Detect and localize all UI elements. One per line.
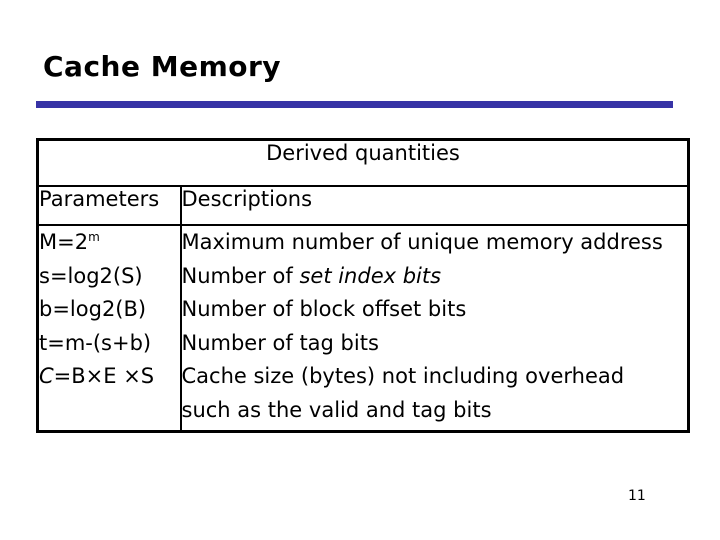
table-body-row: M=2m s=log2(S) b=log2(B) t=m-(s+b) C=B×E… [36, 224, 690, 433]
parameter-line-2: s=log2(S) [39, 263, 143, 288]
description-line-3: Number of block offset bits [181, 297, 467, 321]
description-line-6: such as the valid and tag bits [181, 397, 492, 422]
parameter-1-superscript: m [88, 230, 100, 244]
parameter-line-4: t=m-(s+b) [39, 330, 152, 355]
parameter-line-3: b=log2(B) [39, 297, 147, 321]
parameter-line-1: M=2m [39, 227, 179, 260]
table-title-row: Derived quantities [36, 138, 690, 187]
descriptions-cell: Maximum number of unique memory address … [179, 224, 690, 433]
description-line-4: Number of tag bits [181, 330, 379, 355]
parameter-1-base: M=2 [39, 230, 89, 254]
parameter-5-variable: C [39, 364, 54, 388]
page-title: Cache Memory [43, 50, 282, 83]
description-2-prefix: Number of [181, 263, 300, 288]
description-2-italic-term: set index bits [299, 263, 442, 288]
description-line-1: Maximum number of unique memory address [181, 230, 663, 254]
column-header-row: Parameters Descriptions [36, 185, 690, 226]
description-line-2: Number of set index bits [181, 260, 687, 294]
title-underline-rule [36, 101, 673, 108]
page-number: 11 [628, 488, 646, 504]
parameters-column-header: Parameters [36, 185, 182, 226]
parameter-line-5: C=B×E ×S [39, 360, 179, 394]
parameters-cell: M=2m s=log2(S) b=log2(B) t=m-(s+b) C=B×E… [36, 224, 182, 433]
descriptions-column-header: Descriptions [179, 185, 690, 226]
description-line-5: Cache size (bytes) not including overhea… [181, 364, 625, 388]
parameter-5-rest: =B×E ×S [53, 364, 155, 388]
table-title-cell: Derived quantities [36, 138, 690, 187]
derived-quantities-table: Derived quantities Parameters Descriptio… [36, 138, 690, 433]
